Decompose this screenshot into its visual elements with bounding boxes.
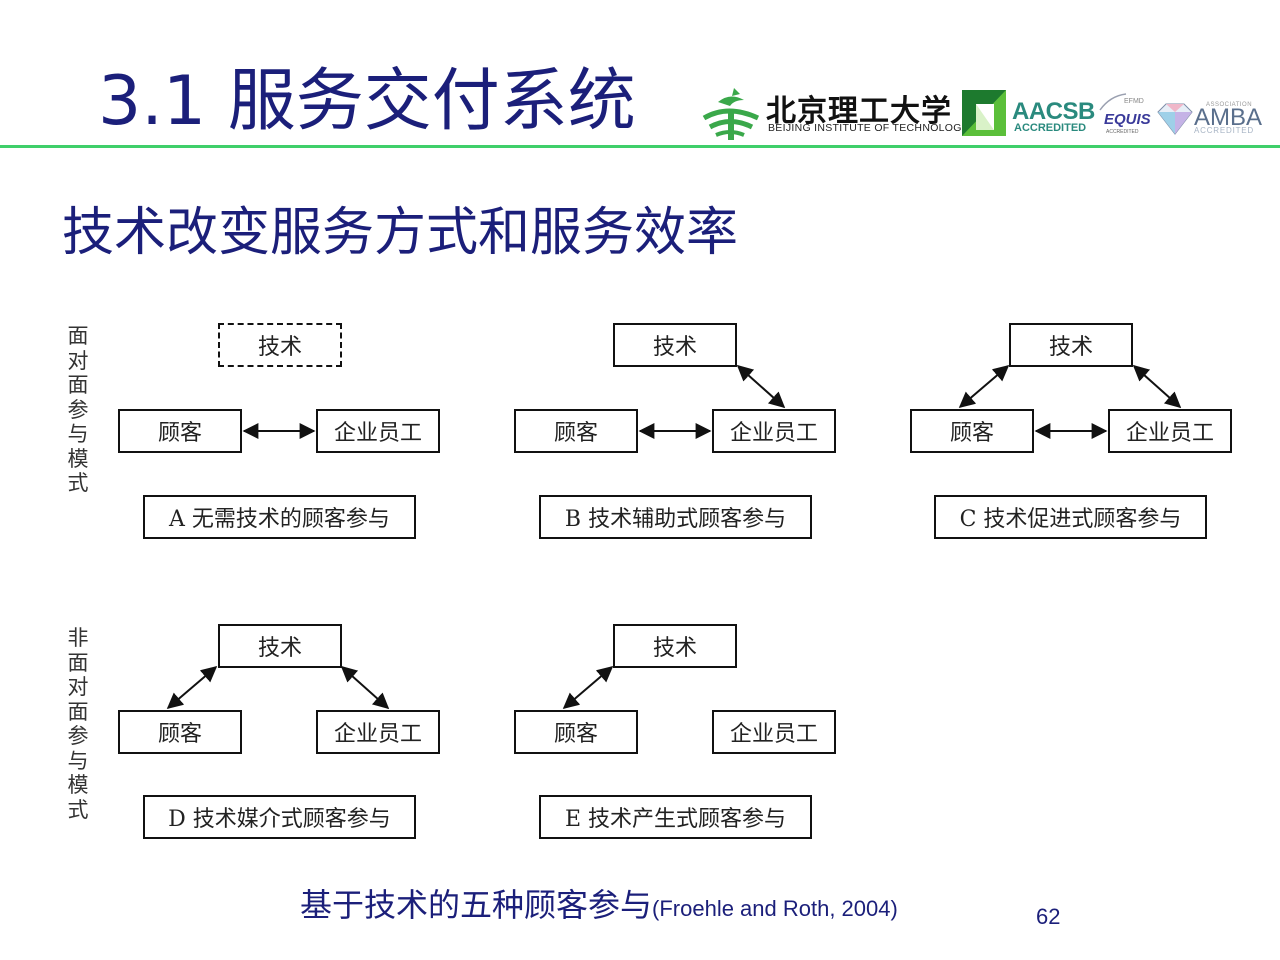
equis-logo-text: EQUIS xyxy=(1104,111,1151,128)
panel-c-employee-box: 企业员工 xyxy=(1108,409,1232,453)
slide-subtitle: 技术改变服务方式和服务效率 xyxy=(62,203,739,263)
amba-accredited-text: ACCREDITED xyxy=(1194,126,1255,135)
arrow-b-tech-employee xyxy=(736,364,786,409)
panel-a-customer-box: 顾客 xyxy=(118,409,242,453)
panel-c-customer-box: 顾客 xyxy=(910,409,1034,453)
figure-caption: 基于技术的五种顾客参与(Froehle and Roth, 2004) xyxy=(300,880,898,926)
arrow-c-tech-customer xyxy=(958,364,1010,409)
figure-caption-citation: (Froehle and Roth, 2004) xyxy=(652,896,898,921)
panel-b-tech-box: 技术 xyxy=(613,323,737,367)
arrow-c-tech-employee xyxy=(1132,364,1182,409)
header-rule xyxy=(0,145,1280,148)
aacsb-accredited-text: ACCREDITED xyxy=(1014,122,1087,134)
panel-d-caption: D 技术媒介式顾客参与 xyxy=(143,795,416,839)
logo-strip: 北京理工大学 BEIJING INSTITUTE OF TECHNOLOGY A… xyxy=(696,84,1266,142)
panel-a-tech-box: 技术 xyxy=(218,323,342,367)
panel-d-employee-box: 企业员工 xyxy=(316,710,440,754)
arrow-d-tech-customer xyxy=(166,665,218,710)
amba-logo-text: AMBA xyxy=(1194,104,1263,131)
row-label-non-face-to-face: 非面对面参与模式 xyxy=(67,626,89,822)
panel-b-customer-box: 顾客 xyxy=(514,409,638,453)
equis-accredited-text: ACCREDITED xyxy=(1106,129,1139,135)
panel-b-employee-box: 企业员工 xyxy=(712,409,836,453)
panel-b-caption: B 技术辅助式顾客参与 xyxy=(539,495,812,539)
arrow-e-tech-customer xyxy=(562,665,614,710)
aacsb-logo-text: AACSB xyxy=(1012,98,1095,125)
panel-c-caption: C 技术促进式顾客参与 xyxy=(934,495,1207,539)
panel-d-tech-box: 技术 xyxy=(218,624,342,668)
efmd-text: EFMD xyxy=(1124,98,1144,105)
row-label-face-to-face: 面对面参与模式 xyxy=(67,324,89,495)
figure-caption-main: 基于技术的五种顾客参与 xyxy=(300,886,653,924)
panel-e-tech-box: 技术 xyxy=(613,624,737,668)
amba-diamond-icon xyxy=(1157,103,1193,135)
arrow-d-tech-employee xyxy=(340,665,390,710)
bit-emblem-icon xyxy=(702,88,760,140)
aacsb-emblem-icon xyxy=(962,90,1006,136)
bit-name-cn: 北京理工大学 xyxy=(766,94,952,129)
panel-e-employee-box: 企业员工 xyxy=(712,710,836,754)
panel-e-caption: E 技术产生式顾客参与 xyxy=(539,795,812,839)
equis-swoosh-icon xyxy=(1099,93,1127,111)
page-number: 62 xyxy=(1036,904,1061,929)
panel-a-caption: A 无需技术的顾客参与 xyxy=(143,495,416,539)
panel-e-customer-box: 顾客 xyxy=(514,710,638,754)
panel-a-employee-box: 企业员工 xyxy=(316,409,440,453)
amba-association-text: ASSOCIATION xyxy=(1206,102,1253,108)
panel-d-customer-box: 顾客 xyxy=(118,710,242,754)
bit-name-en: BEIJING INSTITUTE OF TECHNOLOGY xyxy=(768,122,970,134)
panel-c-tech-box: 技术 xyxy=(1009,323,1133,367)
slide-title: 3.1 服务交付系统 xyxy=(98,62,636,141)
